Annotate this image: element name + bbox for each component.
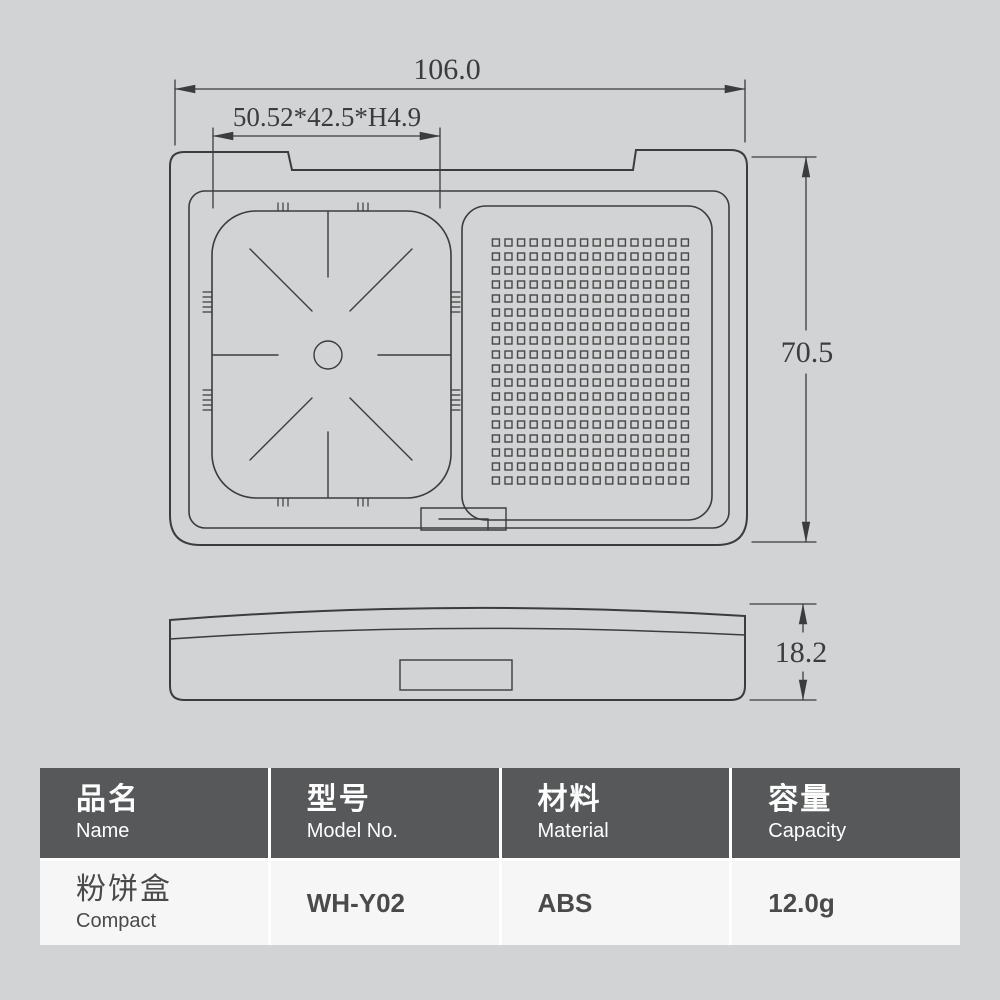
pan-cavity — [211, 210, 452, 499]
product-material: ABS — [537, 887, 593, 918]
dimensions: 106.0 50.52*42.5*H4.9 70.5 18.2 — [174, 53, 834, 701]
pan-center-boss — [313, 340, 343, 370]
header-subtitle-capacity: Capacity — [768, 820, 847, 843]
value-cell-material: ABS — [501, 861, 730, 945]
header-title-model: 型号 — [306, 782, 371, 816]
pan-edge-ticks — [202, 202, 461, 507]
dimension-side-height: 18.2 — [775, 636, 828, 669]
product-model: WH-Y02 — [306, 887, 405, 918]
header-cell-model: 型号 Model No. — [270, 768, 499, 858]
dimension-inner-pan: 50.52*42.5*H4.9 — [233, 102, 421, 132]
header-cell-name: 品名 Name — [40, 768, 268, 858]
side-profile — [169, 606, 746, 701]
value-cell-model: WH-Y02 — [270, 861, 499, 945]
spec-table: 品名 Name 型号 Model No. 材料 Material 容量 Capa… — [40, 768, 960, 945]
technical-drawing: 106.0 50.52*42.5*H4.9 70.5 18.2 — [169, 53, 834, 701]
header-title-name: 品名 — [76, 782, 140, 816]
value-cell-name: 粉饼盒 Compact — [40, 861, 268, 945]
value-cell-capacity: 12.0g — [732, 861, 960, 945]
header-subtitle-name: Name — [76, 820, 130, 843]
front-latch — [420, 507, 507, 531]
pan-ribs — [212, 211, 451, 498]
side-seam-line — [169, 627, 746, 640]
dimension-overall-height: 70.5 — [781, 336, 834, 369]
case-outline — [169, 149, 748, 546]
dimension-overall-width: 106.0 — [413, 53, 481, 86]
side-view — [169, 606, 746, 701]
sifter-hole-grid — [489, 237, 691, 489]
side-latch — [399, 659, 513, 691]
product-name-zh: 粉饼盒 — [76, 872, 172, 906]
lid-inner-line — [188, 190, 730, 529]
header-cell-capacity: 容量 Capacity — [732, 768, 960, 858]
header-title-material: 材料 — [537, 782, 602, 816]
product-capacity: 12.0g — [768, 887, 835, 918]
top-view — [169, 149, 748, 546]
ext-lines-inner-pan — [212, 127, 441, 209]
header-title-capacity: 容量 — [768, 782, 833, 816]
header-cell-material: 材料 Material — [501, 768, 730, 858]
product-name-en: Compact — [76, 910, 157, 933]
header-subtitle-model: Model No. — [306, 820, 398, 843]
header-subtitle-material: Material — [537, 820, 609, 843]
sifter-plate — [461, 205, 713, 521]
